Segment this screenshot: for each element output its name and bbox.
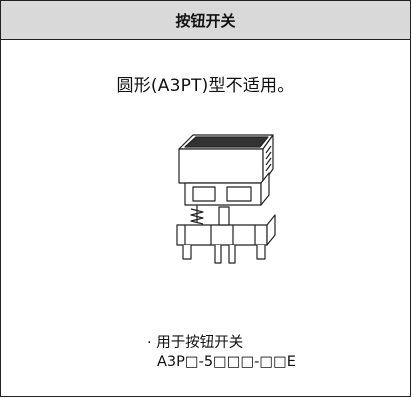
usage-info: · 用于按钮开关 A3P□-5□□□-□□E [147,334,296,372]
usage-line-1: · 用于按钮开关 [147,335,244,351]
not-applicable-note: 圆形(A3PT)型不适用。 [116,76,295,96]
card-title: 按钮开关 [175,11,236,30]
model-number: A3P□-5□□□-□□E [157,354,296,370]
card-header: 按钮开关 [1,1,410,40]
push-button-switch-drawing-icon [176,134,276,264]
